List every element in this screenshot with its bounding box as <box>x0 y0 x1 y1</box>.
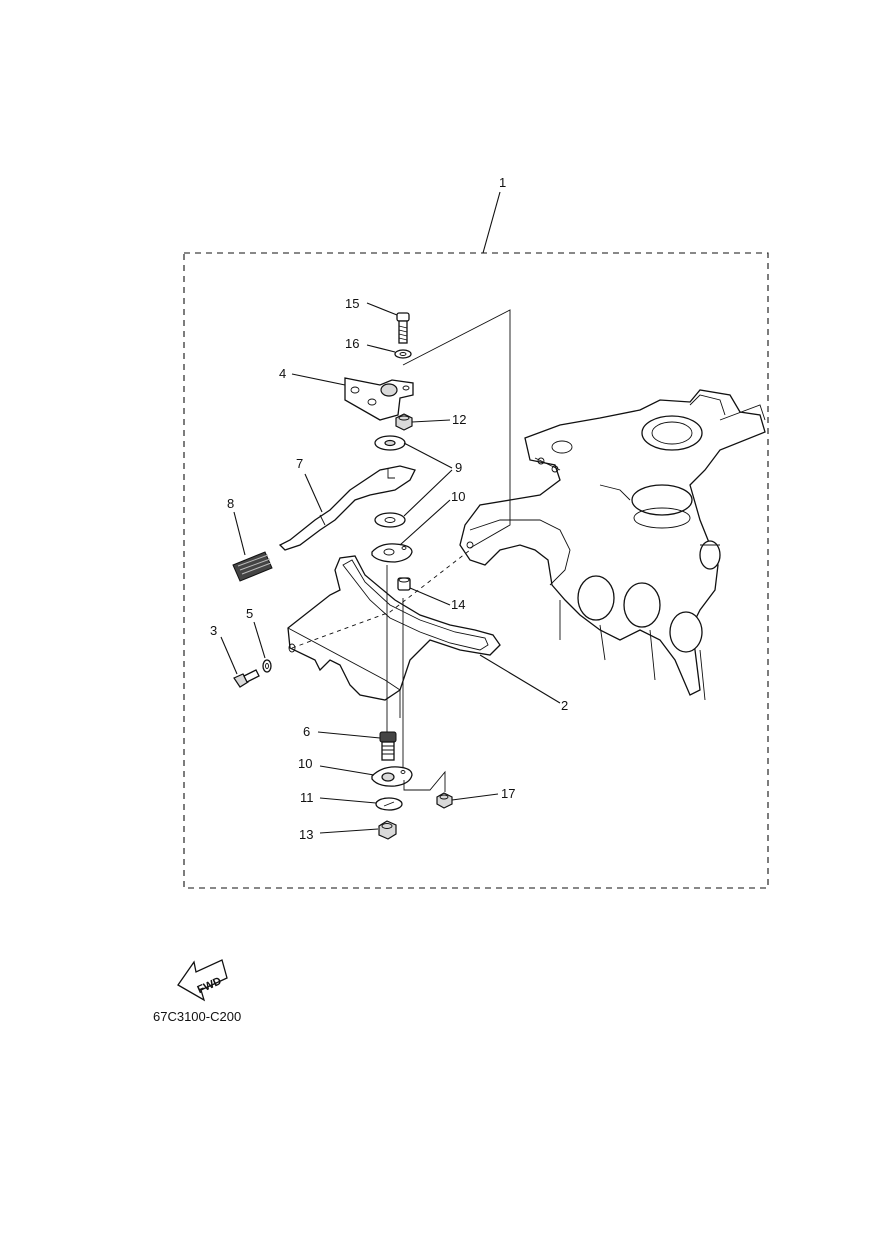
diagram-code: 67C3100-C200 <box>153 1009 242 1024</box>
callout-11: 11 <box>300 790 314 805</box>
callout-10-lower: 10 <box>298 756 312 771</box>
callout-12: 12 <box>452 412 466 427</box>
bolt-15 <box>396 312 410 344</box>
callout-3: 3 <box>210 623 217 638</box>
leader-1 <box>482 191 501 254</box>
callout-8: 8 <box>227 496 234 511</box>
washer-9-lower <box>374 512 406 528</box>
bracket-4 <box>344 377 414 421</box>
callout-13: 13 <box>299 827 313 842</box>
callout-4: 4 <box>279 366 286 381</box>
plate-10-upper <box>371 543 413 563</box>
lever-7 <box>278 465 416 551</box>
collar-14 <box>397 577 411 591</box>
nut-13 <box>378 820 397 840</box>
shim-11 <box>375 797 403 811</box>
callout-5: 5 <box>246 606 253 621</box>
washer-16 <box>394 349 412 359</box>
callout-16: 16 <box>345 336 359 351</box>
screw-3 <box>233 669 260 688</box>
nut-12 <box>395 413 413 431</box>
callout-7: 7 <box>296 456 303 471</box>
callout-14: 14 <box>451 597 465 612</box>
engine-housing <box>459 389 766 701</box>
callout-10-upper: 10 <box>451 489 465 504</box>
callout-17: 17 <box>501 786 515 801</box>
fwd-arrow-icon: FWD <box>177 959 228 1002</box>
bolt-6 <box>379 731 397 761</box>
grip-8 <box>232 551 273 582</box>
callout-6: 6 <box>303 724 310 739</box>
assembly-boundary <box>183 252 769 889</box>
bracket-2 <box>287 555 501 718</box>
washer-5 <box>262 659 272 673</box>
plate-10-lower <box>371 766 413 787</box>
nut-17 <box>436 792 453 809</box>
callout-9: 9 <box>455 460 462 475</box>
callout-15: 15 <box>345 296 359 311</box>
callout-1: 1 <box>499 175 506 190</box>
callout-2: 2 <box>561 698 568 713</box>
washer-9-upper <box>374 435 406 451</box>
